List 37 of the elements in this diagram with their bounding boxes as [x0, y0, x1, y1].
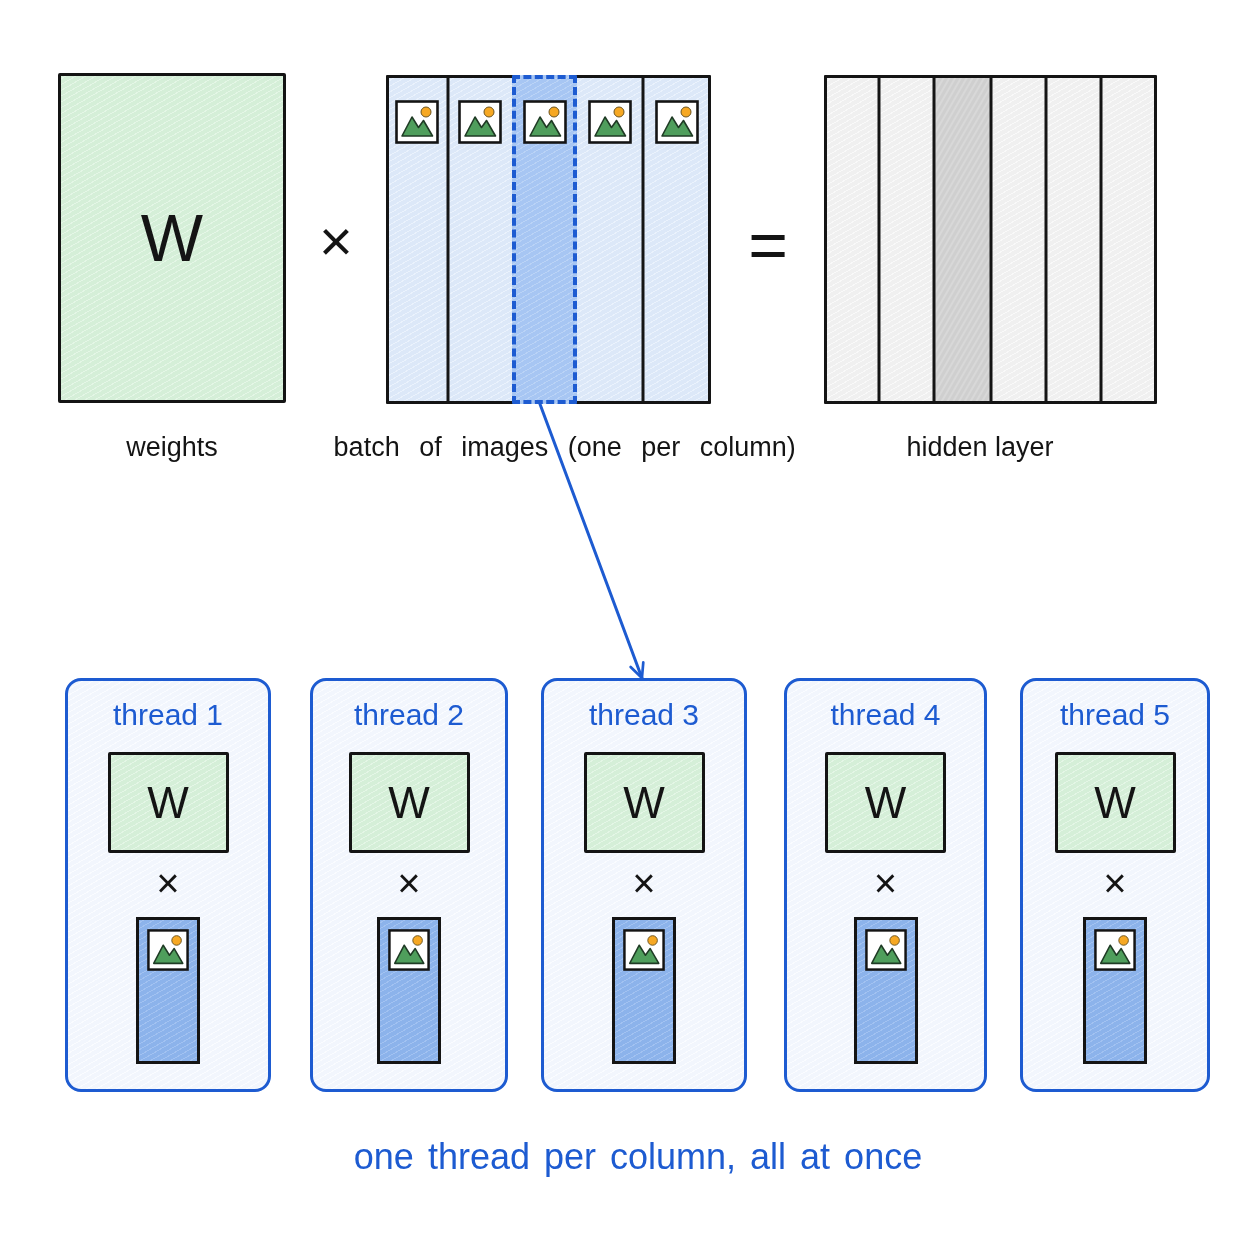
operator-sign: × [632, 863, 656, 903]
thread-label: thread 2 [353, 700, 465, 730]
thread-label: thread 4 [830, 700, 941, 730]
caption-text: one thread per column, all at once [353, 1135, 923, 1179]
weight-matrix [583, 752, 705, 853]
thread-label: thread 1 [112, 700, 224, 730]
matrix-caption: weights [126, 431, 218, 464]
matrix-caption: batch of images (one per column) [333, 431, 796, 464]
thread-panel [1020, 678, 1210, 1092]
arrow [538, 402, 645, 680]
hidden-layer-matrix [824, 75, 1157, 404]
matrix-label: W [147, 780, 189, 825]
operator-sign: × [1103, 863, 1127, 903]
weight-matrix [1054, 752, 1176, 853]
operator-sign: × [873, 863, 898, 903]
image-batch-matrix [386, 75, 711, 404]
operator-sign: × [156, 863, 180, 903]
matrix-label: W [388, 780, 430, 825]
matrix-label: W [623, 780, 665, 825]
weight-matrix [348, 752, 470, 853]
weight-matrix [825, 752, 946, 853]
thread-panel [784, 678, 987, 1092]
thread-panel [310, 678, 508, 1092]
weight-matrix [58, 73, 286, 403]
operator-sign: × [319, 212, 353, 270]
matrix-caption: hidden layer [906, 431, 1054, 464]
operator-sign: × [397, 863, 421, 903]
thread-label: thread 5 [1059, 700, 1171, 730]
thread-panel [65, 678, 271, 1092]
matrix-label: W [140, 205, 204, 271]
matrix-label: W [864, 780, 907, 825]
matrix-label: W [1094, 780, 1136, 825]
thread-label: thread 3 [588, 700, 700, 730]
highlighted-column [512, 75, 577, 404]
weight-matrix [107, 752, 229, 853]
operator-sign: = [748, 211, 788, 279]
thread-panel [541, 678, 747, 1092]
